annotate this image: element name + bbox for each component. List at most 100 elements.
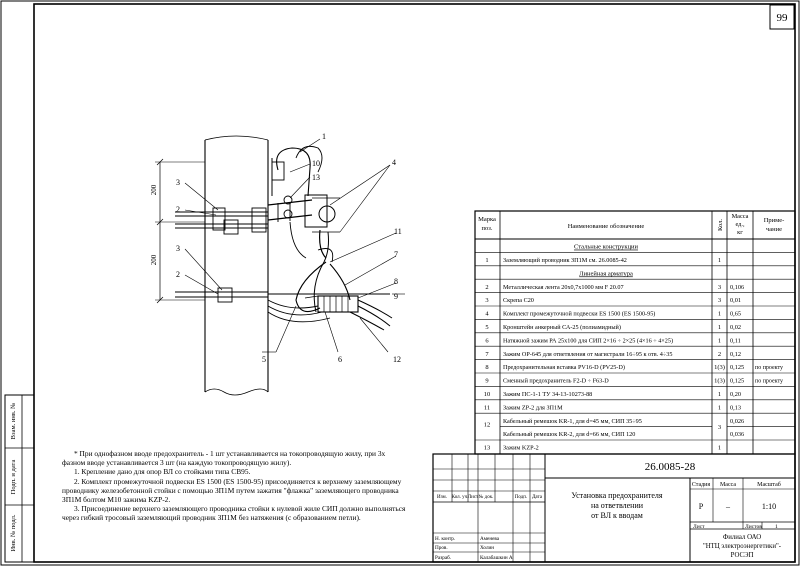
row-mass: 0,125 [730, 364, 744, 371]
callout-7: 7 [394, 250, 398, 259]
row-quantity: 3 [718, 297, 721, 304]
row-mass: 0,12 [730, 351, 741, 358]
dimension-lower: 200 [150, 254, 158, 265]
header-mass-1: Масса [732, 213, 749, 220]
row-name: Скрепа С20 [503, 297, 534, 304]
callout-6: 6 [338, 355, 342, 364]
callout-10: 10 [312, 159, 320, 168]
row-name: Зажим KZP-2 [503, 445, 539, 452]
org-line-3: РОСЭП [731, 552, 754, 559]
installation-drawing: 200 200 [150, 132, 405, 396]
row-quantity: 1 [718, 311, 721, 318]
row-position: 12 [484, 422, 491, 429]
header-mass-3: кг [737, 229, 743, 236]
note-asterisk: * При однофазном вводе предохранитель - … [62, 449, 386, 468]
row-mass: 0,02 [730, 324, 741, 331]
mass-label: Масса [720, 482, 736, 488]
row-quantity: 1 [718, 404, 721, 411]
org-line-1: Филиал ОАО [723, 534, 761, 541]
callout-2-upper: 2 [176, 205, 180, 214]
row-quantity: 2 [718, 351, 721, 358]
row-mass: 0,13 [730, 404, 741, 411]
row-position: 3 [485, 297, 488, 304]
row-position: 6 [485, 337, 489, 344]
callout-3-upper: 3 [176, 178, 180, 187]
stamp-replace-inv: Взам. инв. № [10, 403, 17, 440]
row-name: Зажим ZP-2 для ЗП1М [503, 404, 563, 411]
name-developed: Калабашкин А [480, 554, 513, 561]
row-name: Комплект промежуточной подвески ES 1500 … [503, 311, 655, 318]
col-date: Дата [532, 495, 543, 500]
role-norm-control: Н. контр. [435, 536, 455, 542]
page-number: 99 [777, 12, 789, 24]
stage-label: Стадия [692, 482, 711, 488]
row-quantity: 1 [718, 445, 721, 452]
callout-5: 5 [262, 355, 266, 364]
row-mass: 0,036 [730, 431, 744, 438]
dimension-lines: 200 200 [150, 158, 205, 304]
doc-code: 26.0085-28 [645, 461, 696, 473]
side-stamp: Взам. инв. № Подп. и дата Инв. № подл. [4, 394, 35, 563]
header-note-2: чание [766, 226, 782, 233]
row-quantity: 1(3) [714, 378, 725, 385]
row-name: Заземляющий проводник ЗП1М см. 26.0085-4… [503, 257, 627, 264]
stage-value: Р [699, 502, 704, 511]
row-name: Металлическая лента 20х0,7х1000 мм F 20.… [503, 284, 624, 291]
row-quantity: 3 [718, 284, 721, 291]
header-qty: Кол. [717, 219, 724, 231]
col-list: Лист [468, 495, 479, 500]
pole [204, 135, 269, 396]
row-note: по проекту [755, 365, 783, 371]
role-checked: Пров. [435, 545, 448, 551]
row-name: Зажим ОР-645 для ответвления от магистра… [503, 351, 672, 358]
row-position: 11 [484, 404, 490, 411]
header-mass-2: ед., [735, 221, 744, 228]
row-position: 1 [485, 257, 488, 264]
header-mark-2: поз. [482, 225, 493, 232]
row-mass: 0,65 [730, 311, 741, 318]
title-line-2: на ответвлении [591, 501, 644, 510]
row-position: 8 [485, 364, 488, 371]
callout-labels: 1 3 2 10 13 4 3 2 11 7 8 9 5 6 12 [176, 132, 402, 364]
callout-11: 11 [394, 227, 402, 236]
row-name: Кронштейн анкерный СА-25 (полиамидный) [503, 324, 621, 331]
stamp-inv-original: Инв. № подл. [10, 514, 17, 551]
row-mass: 0,01 [730, 297, 741, 304]
lower-band-assembly [175, 287, 390, 303]
org-line-2: "НТЦ электроэнергетики"- [703, 543, 782, 550]
upper-band-assembly [175, 194, 340, 235]
row-name: Кабельный ремешок KR-2, для d=66 мм, СИП… [503, 431, 635, 438]
title-block: 26.0085-28 Изм. Кол. уч. Лист № док. Под… [432, 453, 796, 563]
row-position: 10 [484, 391, 491, 398]
notes-block: * При однофазном вводе предохранитель - … [62, 449, 407, 523]
note-2: 2. Комплект промежуточной подвески ES 15… [62, 476, 402, 505]
name-norm-control: Аменева [480, 536, 500, 542]
section-header: Стальные конструкции [574, 244, 639, 251]
grounding-conductor [271, 145, 334, 263]
callout-1: 1 [322, 132, 326, 141]
row-position: 7 [485, 351, 489, 358]
section-header: Линейная арматура [579, 270, 633, 277]
row-quantity: 1(3) [714, 364, 725, 371]
title-line-3: от ВЛ к вводам [591, 511, 643, 520]
row-position: 13 [484, 445, 491, 452]
row-name: Предохранительная вставка PV16-D (PV25-D… [503, 364, 625, 371]
row-mass: 0,106 [730, 284, 744, 291]
fuse-assembly [267, 261, 393, 331]
row-quantity: 1 [718, 337, 721, 344]
sheets-label: Листов [745, 524, 762, 530]
mass-value: – [725, 502, 731, 511]
callout-12: 12 [393, 355, 401, 364]
spec-table: Марка поз. Наименование обозначение Кол.… [474, 210, 796, 455]
row-mass: 0,026 [730, 418, 744, 425]
header-note-1: Приме- [764, 217, 785, 224]
sheets-count: 1 [775, 524, 778, 530]
row-mass: 0,125 [730, 378, 744, 385]
sheet-label: Лист [693, 524, 705, 530]
header-mark-1: Марка [478, 216, 496, 223]
col-sign: Подп. [515, 495, 527, 500]
callout-2-lower: 2 [176, 270, 180, 279]
callout-13: 13 [312, 173, 320, 182]
